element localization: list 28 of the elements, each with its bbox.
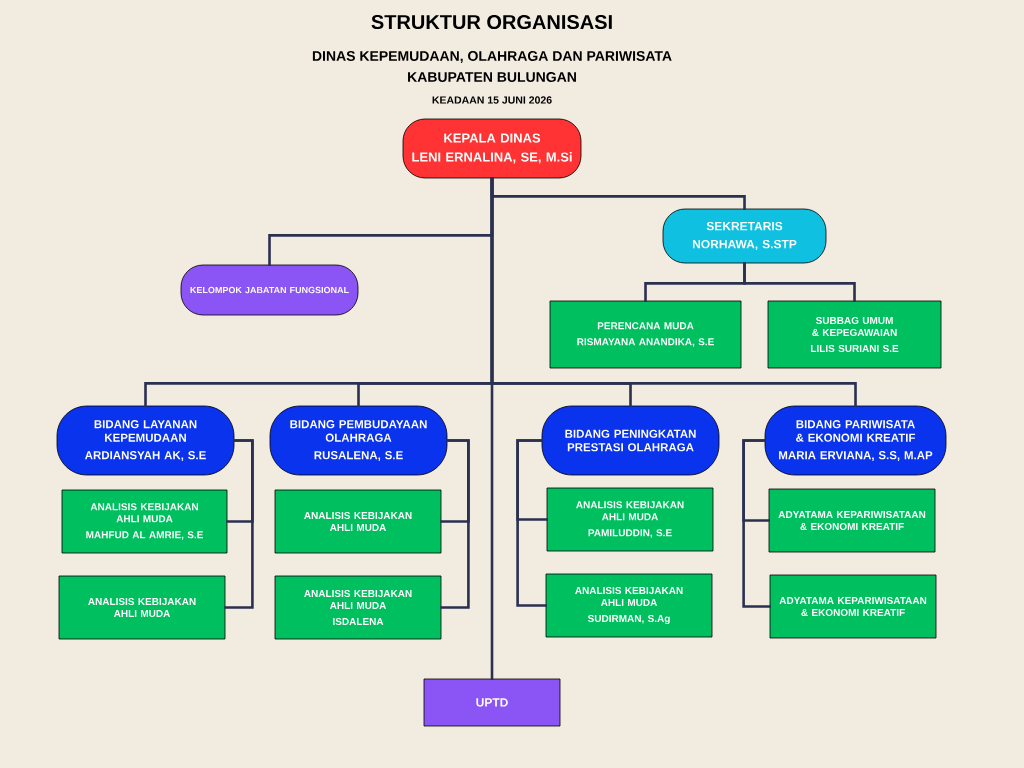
title: STRUKTUR ORGANISASI (371, 14, 612, 30)
position-box: SUBBAG UMUM & KEPEGAWAIAN LILIS SURIANI S.E (767, 300, 942, 369)
connector-line (742, 439, 771, 608)
division-box: BIDANG PARIWISATA & EKONOMI KREATIF MARIA ERVIANA, S.S, M.AP (764, 405, 947, 476)
subtitle: DINAS KEPEMUDAAN, OLAHRAGA DAN PARIWISATA (312, 51, 672, 63)
subtitle: KEADAAN 15 JUNI 2026 (432, 96, 552, 104)
connector-line (743, 262, 856, 302)
position-box: ANALISIS KEBIJAKAN AHLI MUDA MAHFUD AL AMRIE, S.E (61, 489, 228, 554)
division-box: BIDANG LAYANAN KEPEMUDAAN ARDIANSYAH AK, S.E (56, 405, 235, 476)
position-box: PERENCANA MUDA RISMAYANA ANANDIKA, S.E (549, 300, 742, 369)
position-box: ANALISIS KEBIJAKAN AHLI MUDA PAMILUDDIN, S.E (546, 487, 714, 552)
position-box: ADYATAMA KEPARIWISATAAN & EKONOMI KREATIF (769, 574, 937, 639)
group-box: KELOMPOK JABATAN FUNGSIONAL (180, 264, 359, 316)
unit-box: UPTD (423, 678, 561, 727)
connector-line (516, 439, 547, 607)
secretary-box: SEKRETARIS NORHAWA, S.STP (662, 208, 827, 264)
subtitle: KABUPATEN BULUNGAN (408, 72, 576, 82)
position-box: ANALISIS KEBIJAKAN AHLI MUDA SUDIRMAN, S.Ag (545, 573, 713, 638)
position-box: ADYATAMA KEPARIWISATAAN & EKONOMI KREATIF (768, 488, 936, 553)
connector-line (224, 439, 254, 609)
position-box: ANALISIS KEBIJAKAN AHLI MUDA (274, 489, 442, 554)
connector-line (440, 439, 470, 609)
connector-line (490, 177, 494, 680)
division-box: BIDANG PEMBUDAYAAN OLAHRAGA RUSALENA, S.E (269, 405, 448, 476)
position-box: ANALISIS KEBIJAKAN AHLI MUDA (58, 575, 226, 640)
head-box: KEPALA DINAS LENI ERNALINA, SE, M.Si (402, 118, 582, 179)
division-box: BIDANG PENINGKATAN PRESTASI OLAHRAGA (541, 405, 720, 476)
position-box: ANALISIS KEBIJAKAN AHLI MUDA ISDALENA (274, 575, 442, 640)
